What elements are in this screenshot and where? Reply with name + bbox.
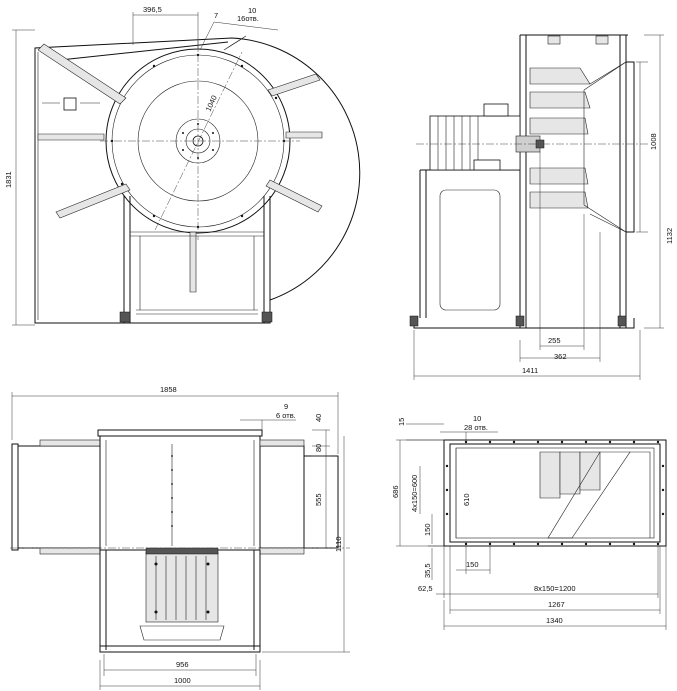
dim-bolt-hole-count: 16отв. [237,14,259,23]
dim-outer-height: 686 [391,485,400,498]
dim-inner-width: 1267 [548,600,565,609]
dim-flange-thickness: 15 [397,418,406,426]
dim-overall-width: 1411 [522,366,538,375]
front-view: 396,5 10 16отв. 7 1040 1831 [4,5,361,326]
dim-shaft-offset-b: 362 [554,352,567,361]
dim-top-offset: 396,5 [143,5,162,14]
dim-inner-height: 610 [462,493,471,506]
top-view: 1858 9 6 отв. 40 80 555 1110 956 1000 [10,385,350,690]
dim-hole-count-outlet: 28 отв. [464,423,488,432]
dim-hole-count-top: 6 отв. [276,411,296,420]
dim-edge-offset-h: 150 [466,560,479,569]
dim-overall-height-top: 1110 [334,536,343,552]
dim-bolt-hole-dia: 10 [248,6,256,15]
dim-overall-height: 1831 [4,171,13,188]
dim-flange-b: 80 [314,444,323,452]
dim-base-inner: 956 [176,660,189,669]
dim-hole-dia-top: 9 [284,402,288,411]
dim-overall-height-side: 1132 [665,228,674,244]
dim-side-offset: 62,5 [418,584,433,593]
dim-bottom-offset: 35,5 [423,563,432,578]
dim-base-outer: 1000 [174,676,191,685]
dim-outlet-height: 1008 [649,133,658,150]
dim-overall-length: 1858 [160,385,177,394]
dim-horizontal-pitch: 8x150=1200 [534,584,576,593]
outlet-view: 15 10 28 отв. 686 4x150=600 610 150 35,5… [391,414,667,630]
dim-angle-marker: 7 [214,11,218,20]
dim-hole-dia-outlet: 10 [473,414,481,423]
dim-shaft-offset-a: 255 [548,336,561,345]
dim-flange-a: 40 [314,414,323,422]
dim-outer-width: 1340 [546,616,563,625]
dim-wheel-dia: 1040 [204,94,219,113]
dim-inlet-height: 555 [314,493,323,506]
dim-edge-offset-v: 150 [423,523,432,536]
side-view: 1008 1132 255 362 1411 [409,34,674,380]
dim-vertical-pitch: 4x150=600 [410,475,419,512]
